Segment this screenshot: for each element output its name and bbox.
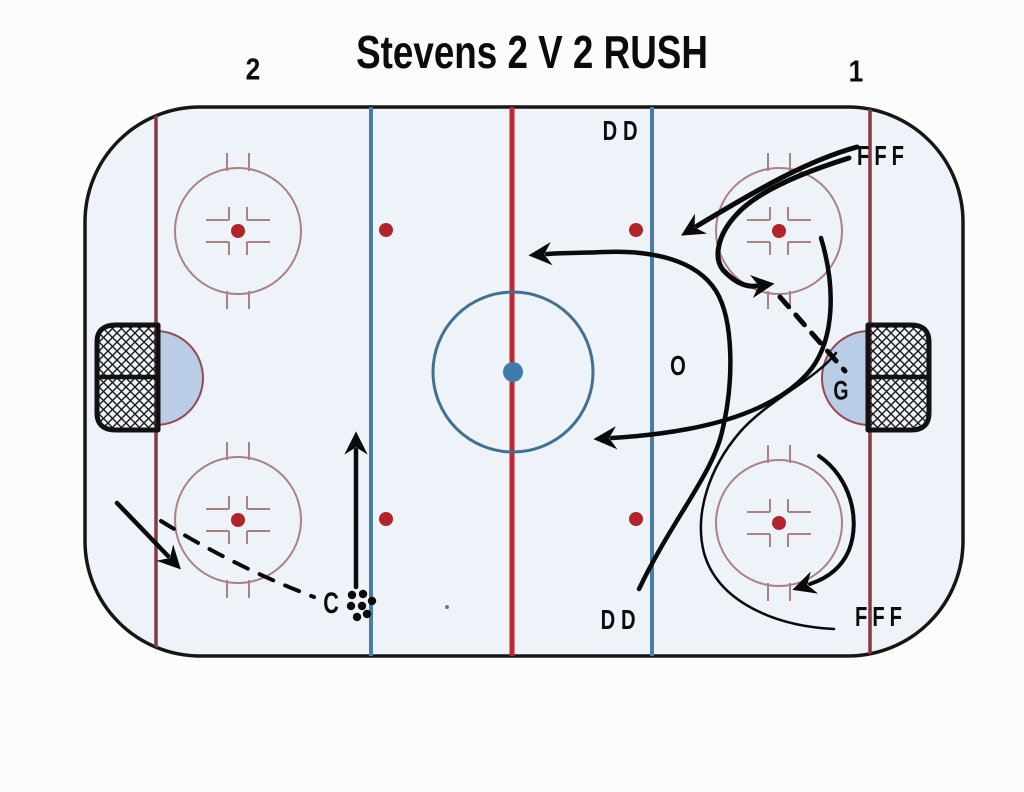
label-forwards-top: FFF <box>856 140 910 171</box>
neutral-zone-dots <box>379 223 643 526</box>
label-goalie: G <box>833 375 849 406</box>
center-faceoff-dot <box>503 362 523 382</box>
pass-dashed-to-goalie <box>777 294 848 374</box>
arrow-forward-bottom-curl <box>792 454 856 594</box>
label-forwards-bottom: FFF <box>854 601 908 632</box>
zone-number-right: 1 <box>848 53 864 89</box>
arrow-forward-top-to-slot <box>681 144 860 236</box>
pass-dashed-to-coach <box>159 519 316 599</box>
crease-left <box>155 329 204 427</box>
label-defense-bottom: DD <box>600 604 642 635</box>
label-defense-top: DD <box>602 115 644 146</box>
stray-mark <box>445 605 449 609</box>
puck-pile <box>346 589 377 622</box>
goal-net-left <box>94 322 161 433</box>
arrow-puck-carrier-exit <box>593 235 833 450</box>
center-circle <box>431 290 595 454</box>
path-forward-bottom-swing <box>699 351 838 631</box>
goal-net-right <box>865 322 932 433</box>
drill-title: Stevens 2 V 2 RUSH <box>356 26 708 78</box>
arrow-forward-top-curl <box>715 155 852 299</box>
label-opponent: O <box>670 350 686 381</box>
label-coach: C <box>323 587 339 620</box>
arrow-corner-entry <box>114 500 181 570</box>
zone-number-left: 2 <box>245 51 261 87</box>
ice-surface <box>83 105 965 658</box>
arrow-defense-bottom-rush <box>528 242 733 592</box>
